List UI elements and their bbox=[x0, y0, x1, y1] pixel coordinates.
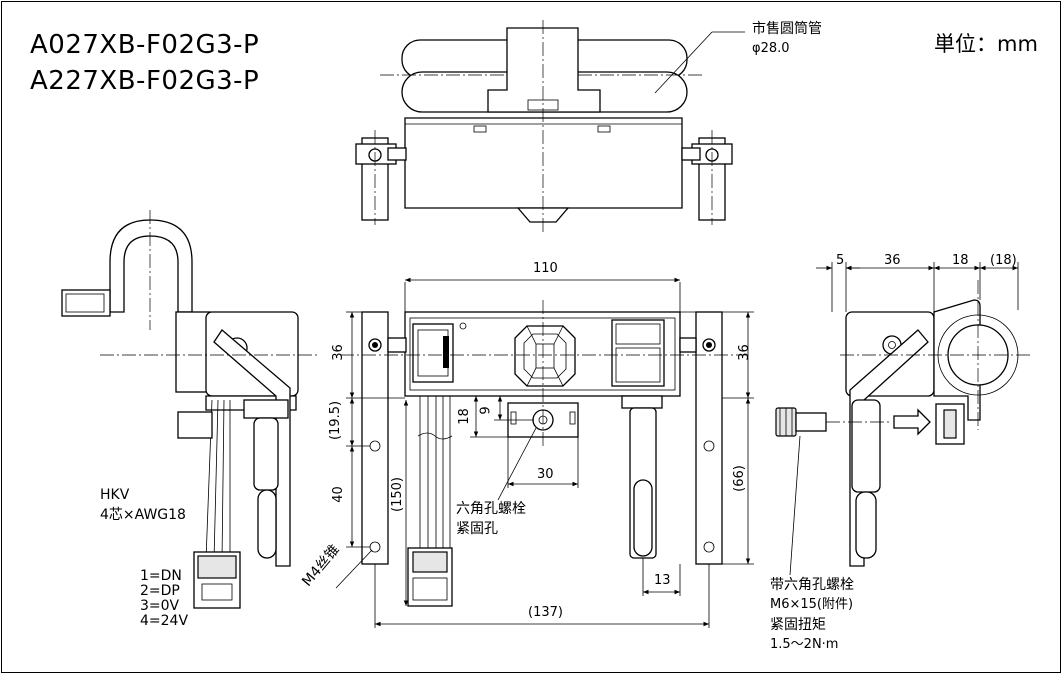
cable-side bbox=[205, 399, 231, 561]
rail-left bbox=[361, 311, 389, 565]
sensor-body-top bbox=[404, 117, 683, 209]
dim-hole-9: 9 bbox=[478, 406, 494, 415]
model-number-2: A227XB-F02G3-P bbox=[30, 66, 260, 96]
top-view bbox=[355, 20, 745, 232]
dim-right-total: (66) bbox=[731, 465, 747, 492]
left-side-view bbox=[61, 210, 320, 609]
cable-front bbox=[419, 396, 451, 548]
dim-hole-18: 18 bbox=[456, 408, 472, 425]
dim-left-total: (150) bbox=[389, 477, 405, 512]
probe-side-left bbox=[253, 417, 279, 491]
dim-side-36: 36 bbox=[884, 253, 901, 268]
bolt-callout-line2: M6×15(附件) bbox=[770, 597, 854, 612]
u-clamp bbox=[109, 219, 193, 313]
right-side-view bbox=[775, 280, 1030, 576]
pin-1: 1=DN bbox=[140, 568, 182, 584]
pipe-callout-line1: 市售圆筒管 bbox=[752, 21, 822, 37]
bolt-callout-line4: 1.5〜2N·m bbox=[770, 637, 839, 652]
pin-3: 3=0V bbox=[140, 598, 180, 614]
dim-right-height: 36 bbox=[736, 344, 752, 361]
pipe-callout-line2: φ28.0 bbox=[752, 41, 790, 56]
dimension-lines bbox=[335, 262, 1019, 628]
m6-bolt-shank bbox=[795, 412, 827, 432]
dim-bottom-13: 13 bbox=[654, 573, 671, 588]
dim-bottom-width: (137) bbox=[528, 605, 563, 620]
dim-left-offset: (19.5) bbox=[328, 400, 344, 441]
dim-front-width: 110 bbox=[533, 261, 558, 276]
bolt-callout-line3: 紧固扭矩 bbox=[770, 617, 826, 633]
hex-hole-callout-line1: 六角孔螺栓 bbox=[456, 501, 526, 517]
hex-hole-callout-line2: 紧固孔 bbox=[456, 521, 498, 537]
pipe-clamp bbox=[487, 27, 601, 113]
dim-side-5: 5 bbox=[836, 253, 845, 268]
dim-hole-30: 30 bbox=[537, 467, 554, 482]
rail-right bbox=[695, 311, 723, 565]
dim-side-18b: (18) bbox=[990, 253, 1017, 268]
bolt-callout-line1: 带六角孔螺栓 bbox=[770, 577, 854, 593]
probe-side-right bbox=[851, 399, 881, 493]
cable-callout-line1: HKV bbox=[100, 487, 130, 503]
dim-left-height: 36 bbox=[330, 344, 346, 361]
pin-2: 2=DP bbox=[140, 583, 180, 599]
dim-left-pitch: 40 bbox=[330, 486, 346, 503]
unit-label: 単位：mm bbox=[934, 32, 1038, 56]
dim-side-18: 18 bbox=[952, 253, 969, 268]
cable-callout-line2: 4芯×AWG18 bbox=[100, 507, 186, 523]
pin-4: 4=24V bbox=[140, 613, 189, 629]
front-view bbox=[340, 300, 748, 607]
led-window bbox=[611, 319, 665, 387]
model-number-1: A027XB-F02G3-P bbox=[30, 30, 260, 60]
